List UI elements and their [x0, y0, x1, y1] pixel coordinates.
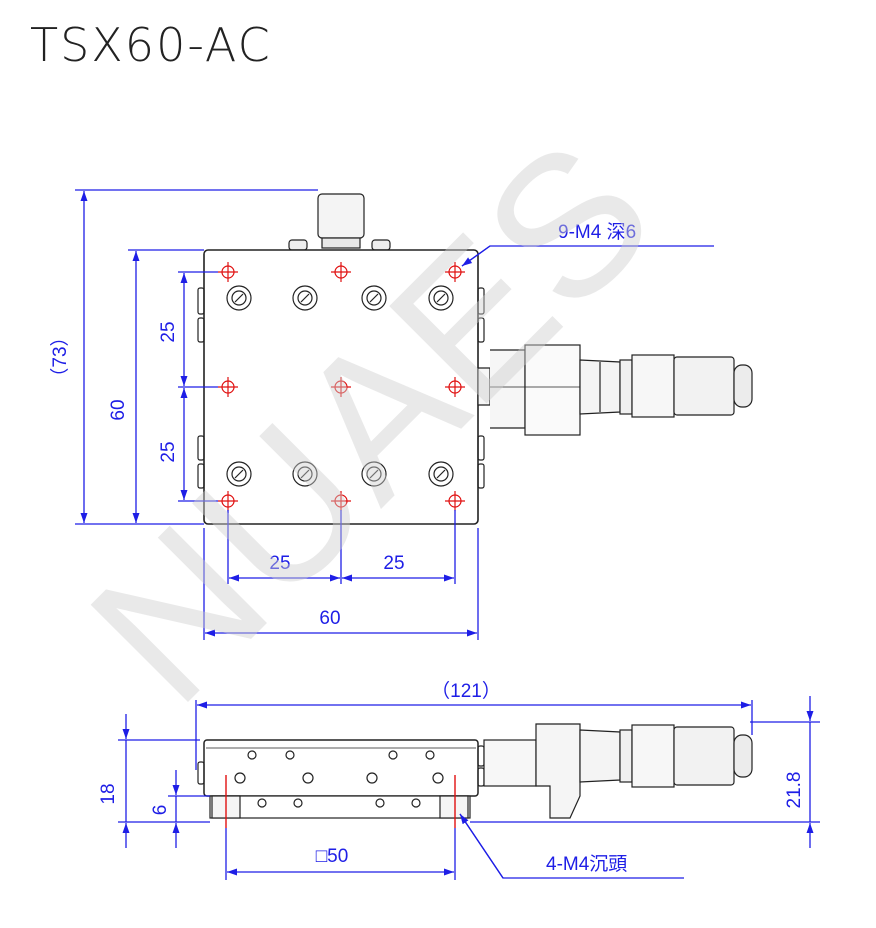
- dim-pitch-right: 25: [383, 553, 404, 574]
- dim-side-height: 18: [98, 783, 119, 804]
- product-title: TSX60-AC: [30, 18, 272, 72]
- dim-width: 60: [319, 608, 340, 629]
- side-clamp: [197, 287, 205, 315]
- top-screw-left: [288, 239, 308, 251]
- side-body: [203, 739, 479, 797]
- side-clamp: [197, 317, 205, 343]
- side-view: [197, 723, 753, 819]
- side-clamp: [477, 287, 485, 315]
- counterbore-screws: [226, 285, 454, 487]
- side-clamp: [477, 317, 485, 343]
- tapped-holes: [218, 262, 465, 511]
- watermark: NUAES: [49, 99, 694, 744]
- dim-pitch-left: 25: [269, 553, 290, 574]
- counterbore-centerlines: [225, 775, 456, 828]
- dim-pitch-upper: 25: [158, 321, 179, 342]
- micrometer-side-view: [483, 723, 753, 819]
- top-view-dimensions: [75, 189, 714, 640]
- dim-overall-height: （73）: [49, 327, 71, 386]
- adjust-knob: [317, 193, 365, 239]
- side-clamp: [197, 463, 205, 489]
- side-clamp: [197, 435, 205, 461]
- dim-square: □50: [316, 846, 349, 867]
- side-clamp: [477, 435, 485, 461]
- dim-pitch-lower: 25: [158, 441, 179, 462]
- thread-callout: 9-M4 深6: [558, 221, 636, 243]
- dim-base-height: 6: [150, 805, 171, 816]
- side-base: [209, 795, 471, 819]
- dim-total-height: 21.8: [784, 772, 805, 809]
- dim-overall-length: （121）: [431, 680, 501, 702]
- side-view-dimensions: [118, 696, 820, 880]
- knob-collar: [321, 237, 361, 249]
- counterbore-callout: 4-M4沉頭: [546, 853, 627, 875]
- side-clamp: [477, 463, 485, 489]
- dim-height: 60: [108, 399, 129, 420]
- micrometer-top-view: [477, 344, 753, 436]
